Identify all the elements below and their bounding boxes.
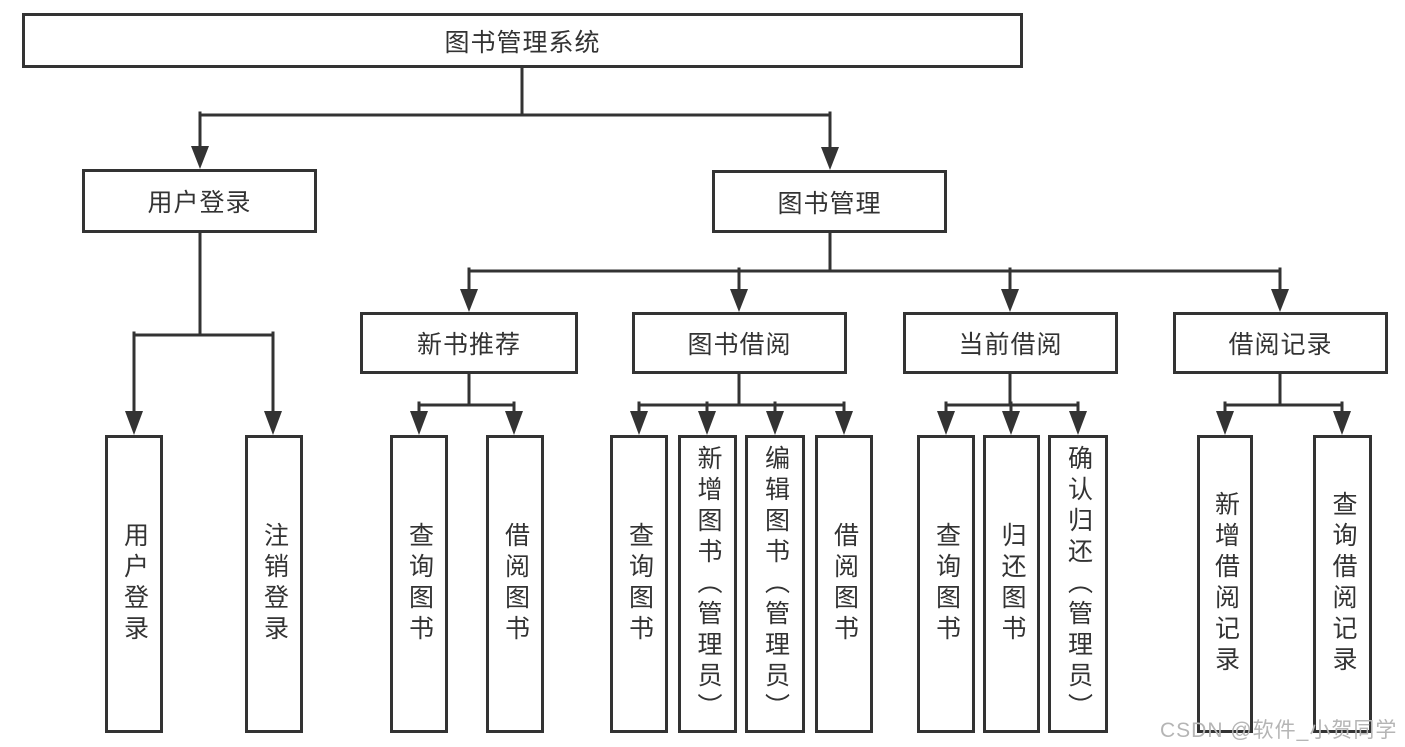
node-new-book-rec: 新书推荐 — [360, 312, 578, 374]
leaf-bb-edit-books-admin: 编辑图书（管理员） — [745, 435, 805, 733]
leaf-cb-query-books: 查询图书 — [917, 435, 975, 733]
leaf-br-add-record-label: 新增借阅记录 — [1211, 491, 1240, 677]
edge-current-borrow-to-children — [937, 372, 1087, 435]
leaf-cb-confirm-return-admin-label: 确认归还（管理员） — [1064, 444, 1093, 724]
edge-root-to-level2 — [191, 64, 839, 170]
node-root-label: 图书管理系统 — [444, 28, 601, 57]
leaf-logout: 注销登录 — [245, 435, 303, 733]
leaf-nbr-query-books-label: 查询图书 — [405, 522, 434, 646]
leaf-cb-return-books: 归还图书 — [983, 435, 1040, 733]
edge-user-login-to-children — [125, 231, 282, 435]
node-new-book-rec-label: 新书推荐 — [416, 331, 521, 359]
leaf-cb-query-books-label: 查询图书 — [932, 522, 961, 646]
leaf-br-add-record: 新增借阅记录 — [1197, 435, 1253, 733]
node-book-mgmt-branch-label: 图书管理 — [777, 189, 882, 218]
leaf-bb-borrow-books-label: 借阅图书 — [830, 522, 859, 646]
leaf-nbr-borrow-books-label: 借阅图书 — [501, 522, 530, 646]
leaf-cb-confirm-return-admin: 确认归还（管理员） — [1048, 435, 1108, 733]
leaf-br-query-record: 查询借阅记录 — [1313, 435, 1372, 733]
edge-borrow-records-to-children — [1216, 372, 1351, 435]
leaf-bb-add-books-admin-label: 新增图书（管理员） — [694, 444, 722, 724]
leaf-bb-query-books: 查询图书 — [610, 435, 668, 733]
node-user-login-branch-label: 用户登录 — [147, 189, 252, 217]
node-borrow-records: 借阅记录 — [1173, 312, 1388, 374]
leaf-bb-edit-books-admin-label: 编辑图书（管理员） — [761, 444, 790, 724]
leaf-logout-label: 注销登录 — [260, 522, 289, 646]
node-current-borrow-label: 当前借阅 — [958, 331, 1063, 359]
edge-book-mgmt-to-level3 — [460, 231, 1289, 312]
leaf-cb-return-books-label: 归还图书 — [998, 522, 1026, 646]
node-book-mgmt-branch: 图书管理 — [712, 170, 947, 233]
node-current-borrow: 当前借阅 — [903, 312, 1118, 374]
node-book-borrow: 图书借阅 — [632, 312, 847, 374]
leaf-nbr-borrow-books: 借阅图书 — [486, 435, 544, 733]
node-user-login-branch: 用户登录 — [82, 169, 317, 233]
leaf-user-login: 用户登录 — [105, 435, 163, 733]
leaf-user-login-label: 用户登录 — [120, 522, 149, 646]
leaf-bb-borrow-books: 借阅图书 — [815, 435, 873, 733]
watermark: CSDN @软件_小贺同学 — [1160, 719, 1398, 742]
leaf-nbr-query-books: 查询图书 — [390, 435, 448, 733]
node-book-borrow-label: 图书借阅 — [687, 331, 792, 359]
node-borrow-records-label: 借阅记录 — [1228, 331, 1333, 359]
leaf-bb-add-books-admin: 新增图书（管理员） — [678, 435, 737, 733]
leaf-bb-query-books-label: 查询图书 — [625, 522, 654, 646]
edge-book-borrow-to-children — [630, 372, 853, 435]
edge-new-book-rec-to-children — [410, 372, 523, 435]
node-root: 图书管理系统 — [22, 13, 1023, 68]
leaf-br-query-record-label: 查询借阅记录 — [1329, 491, 1357, 677]
